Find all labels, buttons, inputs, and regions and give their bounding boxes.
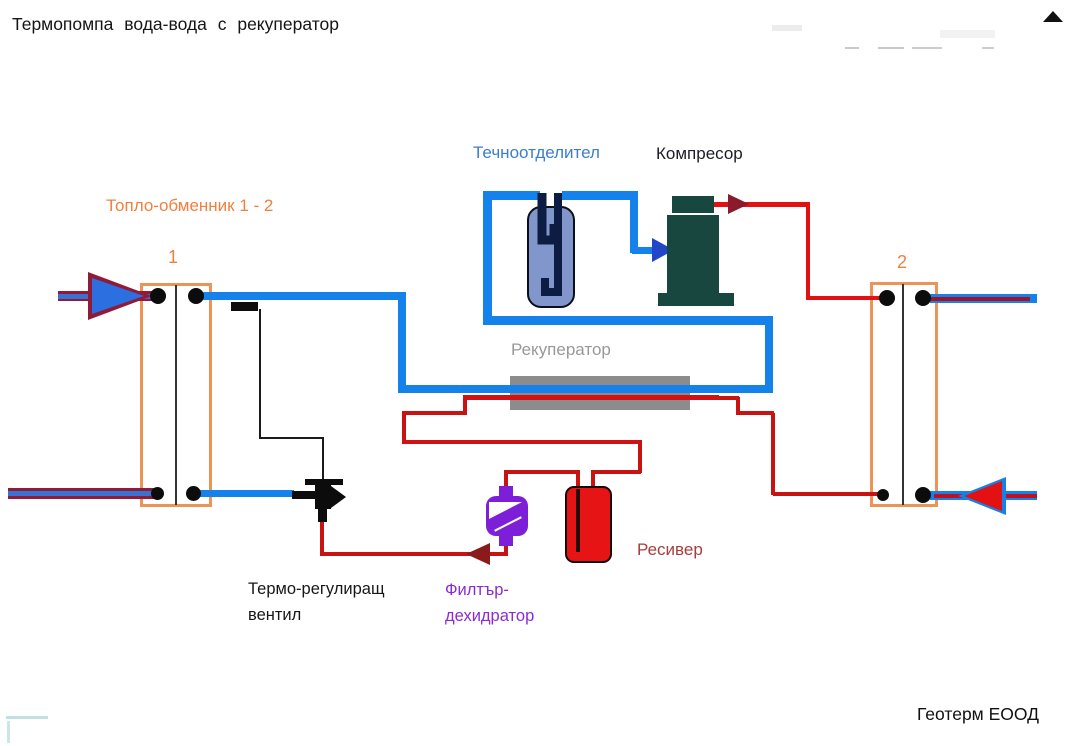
trv-capillary xyxy=(322,437,324,480)
suction-pipe xyxy=(632,247,656,254)
discharge-pipe xyxy=(806,296,887,300)
liquid-line xyxy=(736,411,774,415)
liquid-flow-arrow-left xyxy=(466,543,490,565)
faint-artifact xyxy=(982,47,994,49)
compressor-body xyxy=(667,215,719,295)
suction-pipe xyxy=(483,191,492,325)
faint-artifact xyxy=(845,47,859,49)
compressor-cap xyxy=(672,196,714,214)
trv-valve-inlet-stub xyxy=(292,491,315,499)
hx1-number-label: 1 xyxy=(168,247,179,267)
liquid-line xyxy=(402,411,406,442)
compressor-cap-divider xyxy=(672,213,714,215)
heat-exchanger-1-divider xyxy=(175,285,177,505)
suction-pipe xyxy=(765,318,773,393)
heat-exchanger-2 xyxy=(870,282,938,507)
faint-artifact xyxy=(7,721,10,743)
compressor-label: Компресор xyxy=(656,144,743,163)
trv-label-line1: Термо-регулиращ xyxy=(248,580,385,598)
liquid-line xyxy=(402,411,466,415)
hx1-port-top-left xyxy=(150,288,166,304)
heat-exchangers-label: Топло-обменник 1 - 2 xyxy=(106,196,274,215)
suction-pipe xyxy=(398,292,406,392)
discharge-arrow xyxy=(728,194,749,214)
liquid-line-receiver-outlet xyxy=(576,470,580,490)
hx1-port-top-right xyxy=(188,288,204,304)
heat-exchanger-1 xyxy=(140,283,212,507)
hx2-port-top-left xyxy=(879,290,895,306)
recuperator-bar xyxy=(510,376,690,410)
heat-exchanger-2-divider xyxy=(902,284,904,505)
trv-valve-cap xyxy=(305,479,343,485)
trv-capillary xyxy=(259,437,323,439)
liquid-line xyxy=(736,397,740,414)
filter-dehydrator-marker xyxy=(489,502,522,519)
hx2-port-bottom-left xyxy=(877,489,889,501)
liquid-line xyxy=(402,440,642,444)
suction-pipe-through-recuperator xyxy=(398,385,773,393)
trv-valve-outlet-stub xyxy=(318,509,327,522)
hx2-port-bottom-right xyxy=(915,487,931,503)
trv-label-line2: вентил xyxy=(248,606,302,624)
liquid-line xyxy=(320,552,508,556)
receiver-dip-tube xyxy=(576,489,580,552)
liquid-line-through-recuperator xyxy=(463,395,719,400)
liquid-line xyxy=(773,492,883,496)
liquid-line-receiver-inlet xyxy=(591,470,595,491)
liquid-line xyxy=(463,398,467,415)
receiver-label: Ресивер xyxy=(637,540,703,559)
hx1-port-bottom-left xyxy=(151,487,164,500)
trv-valve-cone xyxy=(331,486,346,508)
compressor-base xyxy=(658,293,734,306)
scroll-up-icon[interactable] xyxy=(1043,11,1063,22)
liquid-line xyxy=(504,470,580,474)
filter-label-line2: дехидратор xyxy=(445,607,535,625)
trv-valve-body xyxy=(315,485,331,509)
discharge-pipe xyxy=(714,202,810,207)
faint-artifact xyxy=(878,47,904,49)
suction-pipe-evaporator-feed xyxy=(193,490,294,497)
liquid-line xyxy=(771,413,775,495)
page-title: Термопомпа вода-вода с рекуператор xyxy=(12,14,339,34)
discharge-pipe xyxy=(806,202,810,300)
company-label: Геотерм ЕООД xyxy=(917,704,1039,724)
hx1-port-bottom-right xyxy=(186,486,201,501)
faint-artifact xyxy=(912,47,942,49)
liquid-line xyxy=(591,470,641,474)
liquid-separator-label: Течноотделител xyxy=(473,143,600,162)
liquid-separator-tubes xyxy=(537,193,562,296)
faint-artifact xyxy=(772,25,802,31)
receiver-body xyxy=(565,486,612,563)
suction-pipe xyxy=(196,292,406,300)
trv-sensor-bulb xyxy=(231,302,258,311)
water-pipe-out-right-core xyxy=(930,296,1030,301)
liquid-line xyxy=(504,545,508,555)
liquid-line xyxy=(504,470,508,488)
recuperator-label: Рекуператор xyxy=(511,340,611,359)
suction-pipe xyxy=(562,191,638,200)
water-in-arrow-right-core xyxy=(964,481,1002,511)
faint-artifact xyxy=(940,30,995,38)
trv-capillary xyxy=(259,309,261,438)
filter-dehydrator-top-stub xyxy=(499,486,513,498)
filter-dehydrator-bottom-stub xyxy=(499,534,513,546)
hx2-number-label: 2 xyxy=(897,252,908,272)
water-pipe-out-left-core xyxy=(8,491,157,496)
liquid-line xyxy=(320,521,324,555)
hx2-port-top-right xyxy=(915,290,931,306)
water-in-arrow-left-core xyxy=(92,278,144,314)
suction-pipe xyxy=(630,191,638,253)
suction-pipe xyxy=(483,191,540,200)
faint-artifact xyxy=(6,716,48,719)
liquid-line xyxy=(717,396,739,400)
liquid-line xyxy=(638,440,642,473)
suction-pipe xyxy=(483,316,773,325)
filter-label-line1: Филтър- xyxy=(445,581,509,599)
